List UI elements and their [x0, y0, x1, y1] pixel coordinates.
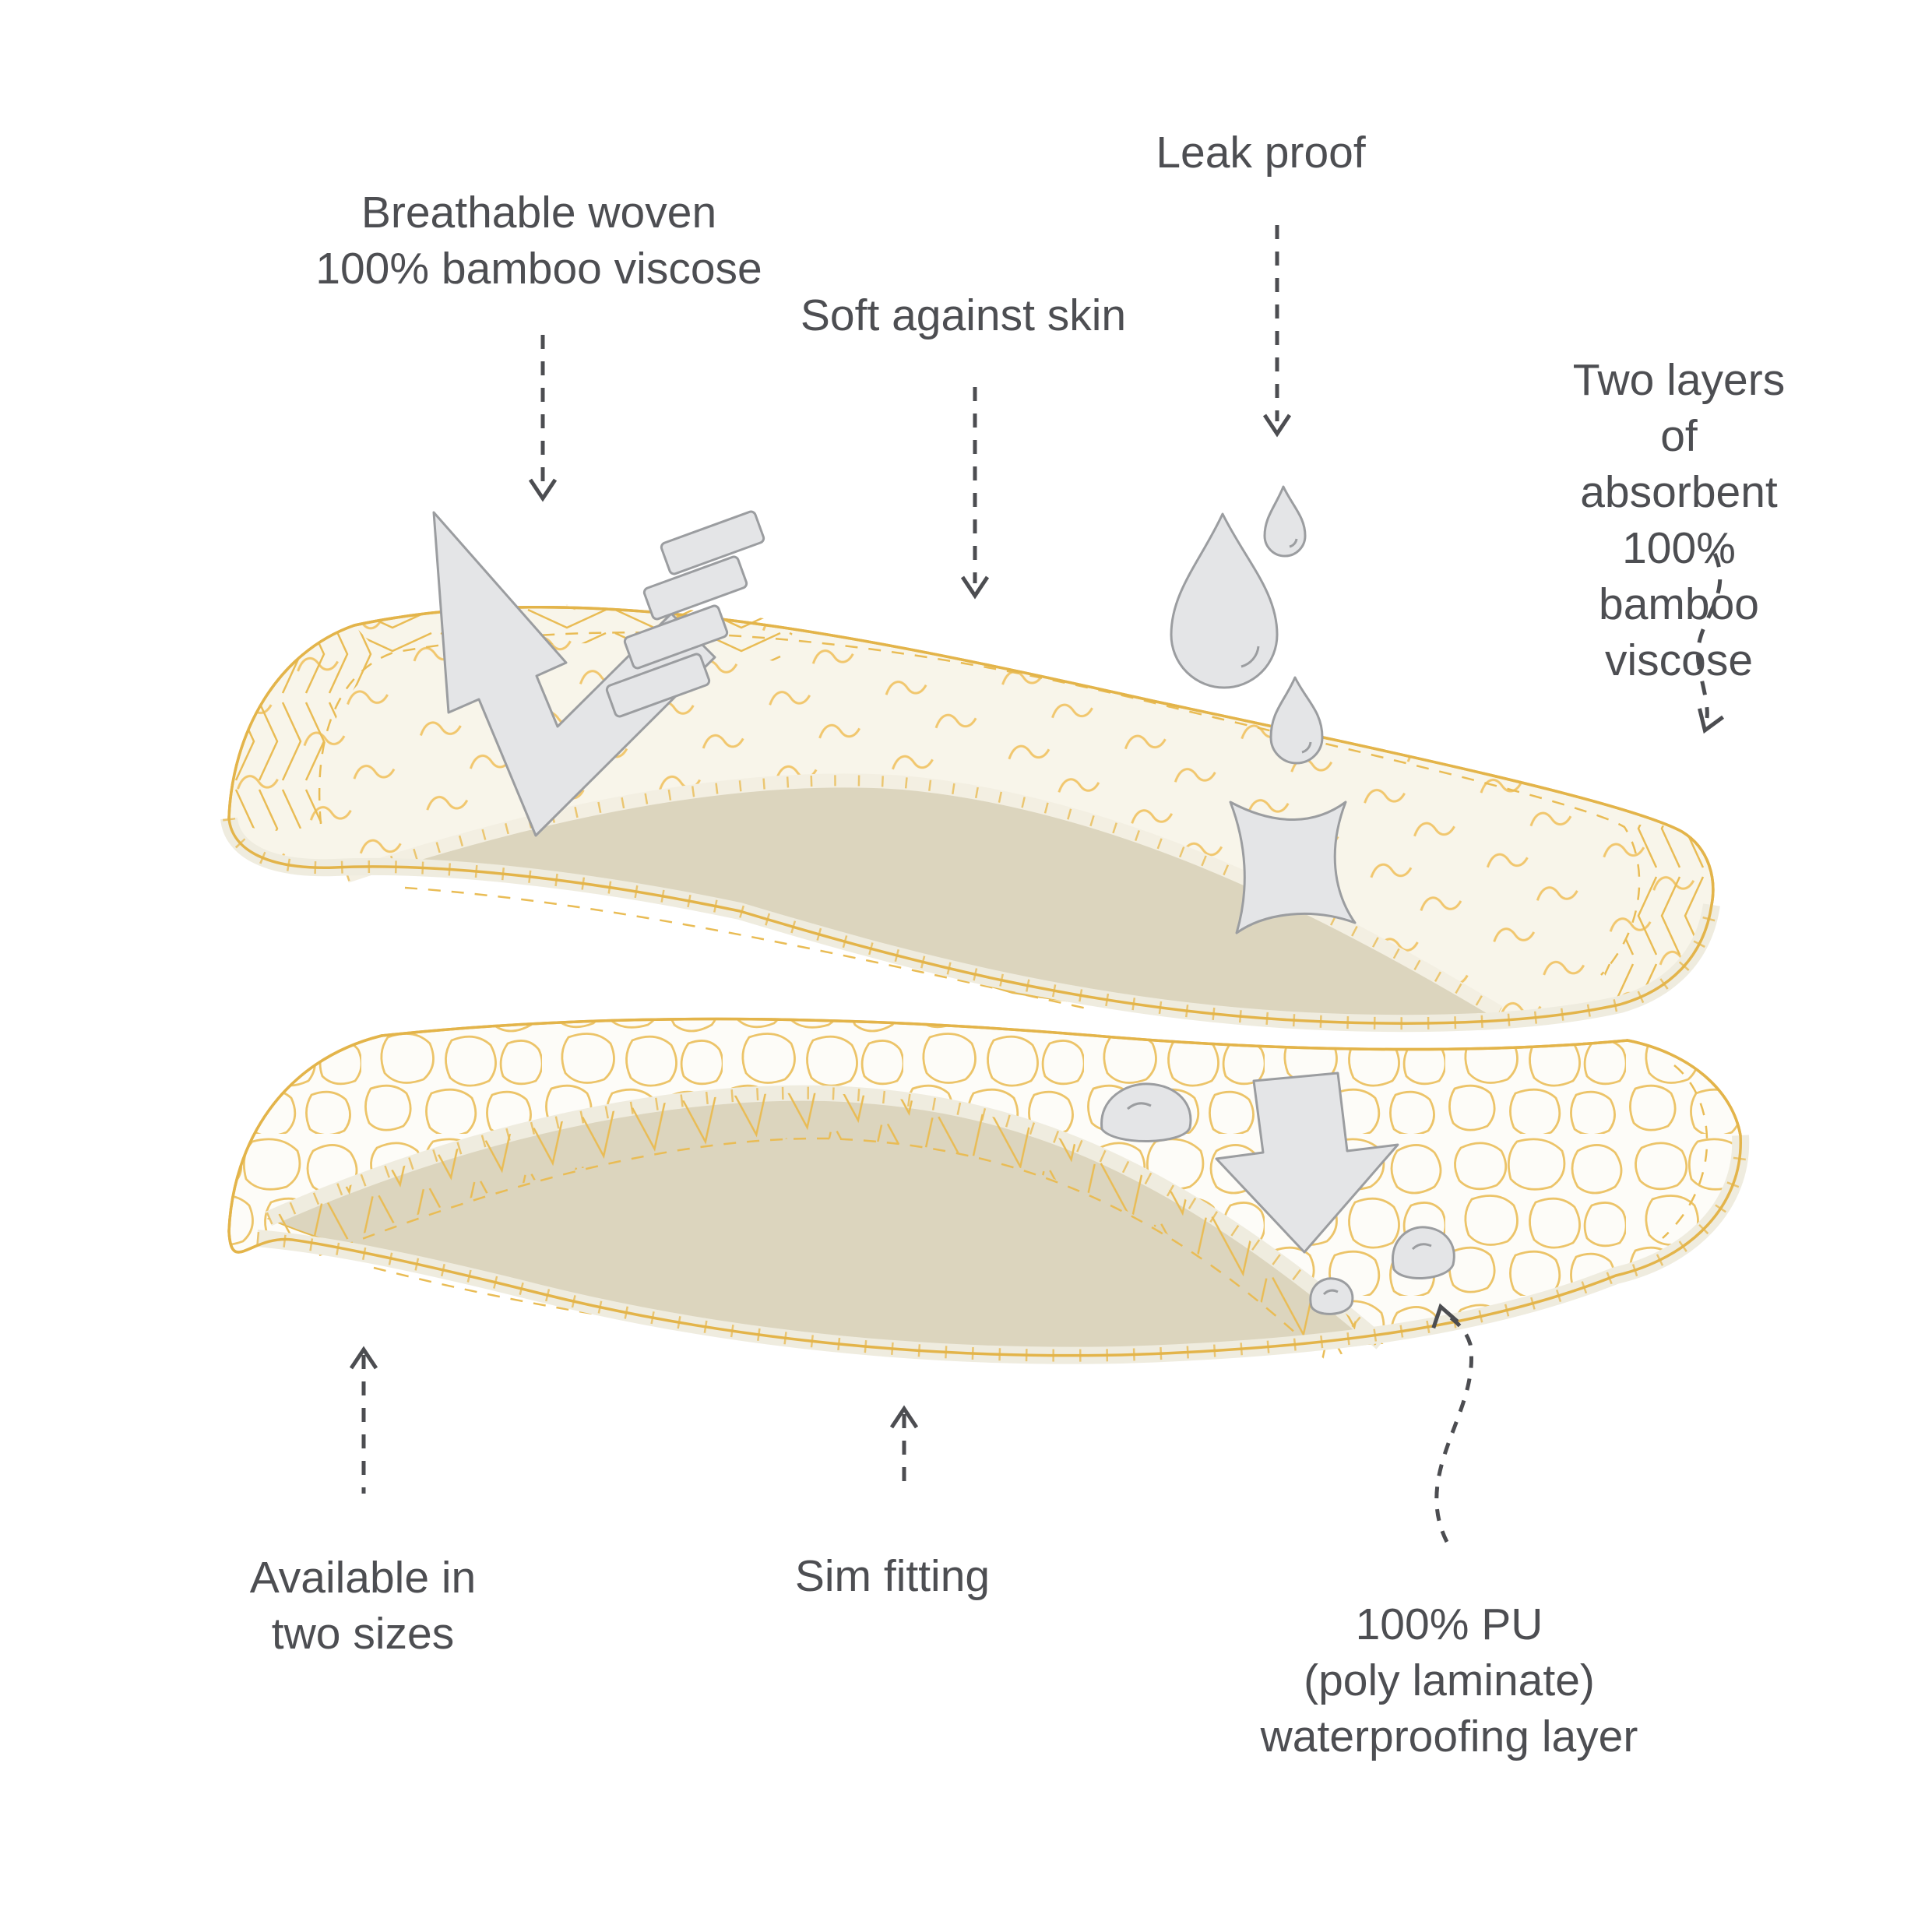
- top-pad-left-stitch-fan: [229, 625, 388, 831]
- arrowhead-up-icon: [1431, 1303, 1459, 1329]
- label-two-layers: Two layers of absorbent 100% bamboo visc…: [1572, 355, 1786, 685]
- top-pad-icons: [432, 485, 1357, 934]
- soaked-droplet-highlight: [1322, 1289, 1339, 1296]
- pointer-arrows: [349, 225, 1725, 1543]
- arrowhead-down-icon: [1262, 413, 1292, 438]
- pointer-leak: [1262, 225, 1292, 438]
- absorbed-liquid-icons: [1100, 1072, 1455, 1315]
- arrowhead-down-icon: [528, 478, 558, 502]
- label-available-sizes: Available in two sizes: [249, 1553, 477, 1659]
- label-leak-proof: Leak proof: [1156, 128, 1366, 178]
- label-breathable-woven: Breathable woven 100% bamboo viscose: [315, 188, 762, 294]
- soaked-droplet-icon: [1392, 1226, 1455, 1279]
- soaked-droplet-icon: [1100, 1082, 1192, 1142]
- bottom-pad-zigzag-stitch-band: [269, 1093, 1381, 1359]
- pointer-slim: [889, 1405, 919, 1489]
- pointer-available: [349, 1346, 378, 1494]
- arrowhead-down-icon: [960, 575, 990, 600]
- bottom-pad-bottom-seam-dashed: [373, 1266, 1075, 1352]
- soaked-droplet-highlight: [1127, 1102, 1152, 1110]
- air-lines-icon: [605, 510, 765, 718]
- airflow-arrow-icon: [432, 511, 716, 837]
- bottom-pad-layer: [227, 1017, 1750, 1364]
- bottom-pad-seam-dashed: [318, 1137, 1317, 1353]
- water-drop-icon: [1170, 485, 1324, 765]
- pointer-breathable: [528, 335, 558, 502]
- arrowhead-down-icon: [1698, 708, 1725, 734]
- soaked-droplet-icon: [1309, 1277, 1354, 1315]
- pointer-soft: [960, 387, 990, 600]
- label-slim-fitting: Sim fitting: [794, 1551, 991, 1601]
- top-pad-underside-seam-dashed: [404, 886, 1091, 1011]
- top-pad-outline: [227, 605, 1715, 1025]
- arrowhead-up-icon: [349, 1346, 378, 1370]
- soaked-droplet-highlight: [1411, 1243, 1432, 1251]
- arrowhead-up-icon: [889, 1405, 919, 1429]
- pointer-two-layers: [1695, 553, 1725, 734]
- label-soft-against-skin: Soft against skin: [800, 290, 1127, 340]
- absorbent-sheet-icon: [1229, 801, 1357, 934]
- airflow-arrow-shape: [432, 511, 716, 837]
- label-pu-waterproofing: 100% PU (poly laminate) waterproofing la…: [1260, 1599, 1638, 1761]
- pointer-pu: [1431, 1303, 1473, 1543]
- absorb-arrow-icon: [1215, 1072, 1399, 1254]
- bottom-pad-outline: [227, 1017, 1742, 1357]
- bottom-pad-right-seam-dashed: [1662, 1065, 1709, 1239]
